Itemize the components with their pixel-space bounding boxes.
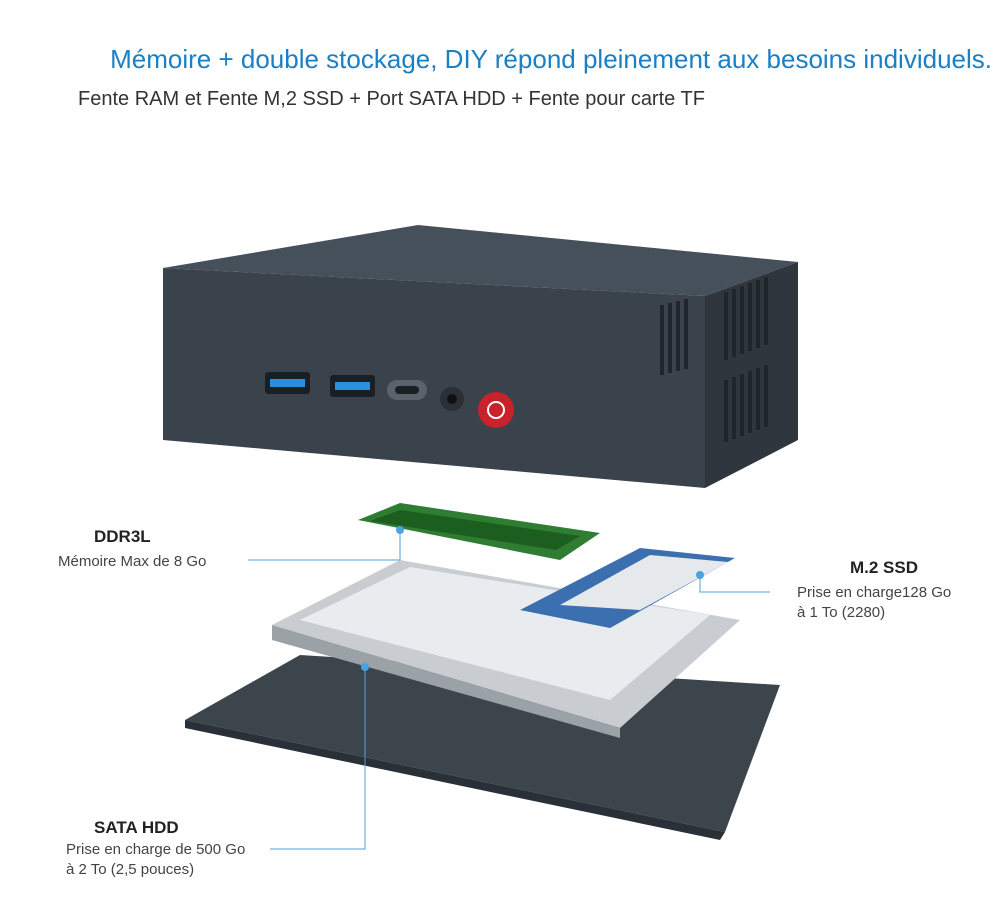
- sata-hdd-desc-line2: à 2 To (2,5 pouces): [66, 861, 195, 878]
- m2-ssd-desc-line1: Prise en charge128 Go: [797, 584, 952, 601]
- ddr3l-title: DDR3L: [94, 527, 151, 546]
- headline: Mémoire + double stockage, DIY répond pl…: [110, 44, 992, 74]
- subheadline: Fente RAM et Fente M,2 SSD + Port SATA H…: [78, 88, 705, 110]
- m2-ssd-title: M.2 SSD: [850, 558, 919, 577]
- sata-hdd-title: SATA HDD: [94, 818, 179, 837]
- sata-hdd-desc-line1: Prise en charge de 500 Go: [66, 841, 246, 858]
- ddr3l-desc: Mémoire Max de 8 Go: [58, 553, 207, 570]
- m2-ssd-desc-line2: à 1 To (2280): [797, 604, 886, 621]
- side-vents: [660, 277, 768, 442]
- mini-pc-top: [163, 225, 798, 296]
- mini-pc-front: [163, 268, 705, 488]
- leader-lines: [248, 530, 770, 850]
- power-button: [478, 392, 514, 428]
